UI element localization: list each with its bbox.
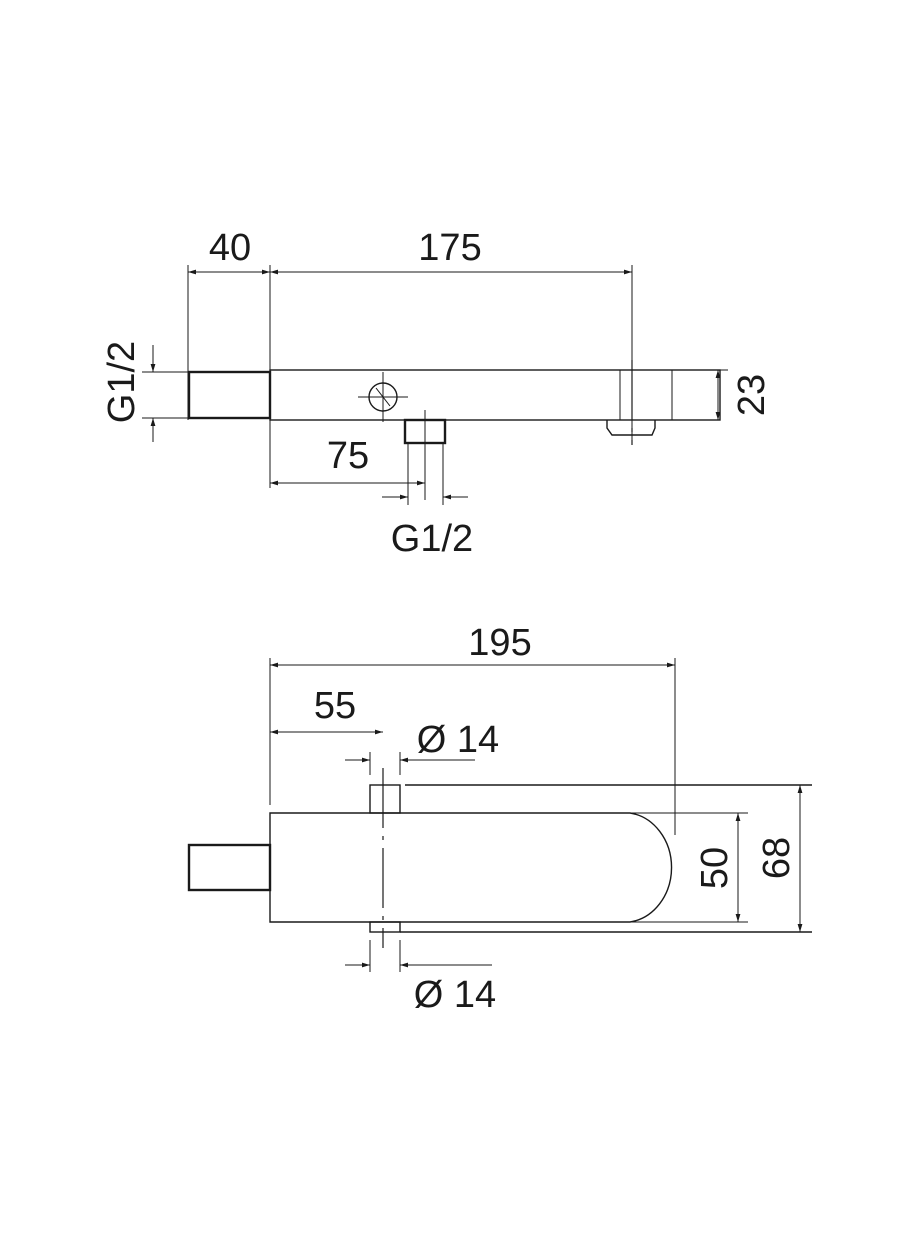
dim-bottom-pin-diameter: Ø 14 [414,974,496,1016]
dim-top-pin-diameter: Ø 14 [417,719,499,761]
dim-overall-width: 68 [756,837,798,879]
bottom-pin [369,921,401,933]
top-pin [369,784,401,814]
dim-pin-offset: 55 [314,685,356,727]
top-view: 40 175 75 G1/2 G1/2 23 [101,227,773,560]
spout [606,420,656,436]
dim-stub-length: 40 [209,227,251,269]
inlet-stub [187,843,272,892]
body-outline [269,369,721,421]
crosshair [375,387,391,407]
dim-left-thread: G1/2 [101,341,143,423]
dim-body-width: 50 [694,847,736,889]
dim-height: 23 [731,374,773,416]
dim-bottom-thread: G1/2 [391,518,473,560]
body-outline [269,812,673,923]
dim-total-length: 195 [468,622,531,664]
dim-outlet-offset: 75 [327,435,369,477]
inlet-stub [187,370,272,420]
side-view: 195 55 Ø 14 50 68 Ø 14 [187,622,812,1016]
dim-body-length: 175 [418,227,481,269]
